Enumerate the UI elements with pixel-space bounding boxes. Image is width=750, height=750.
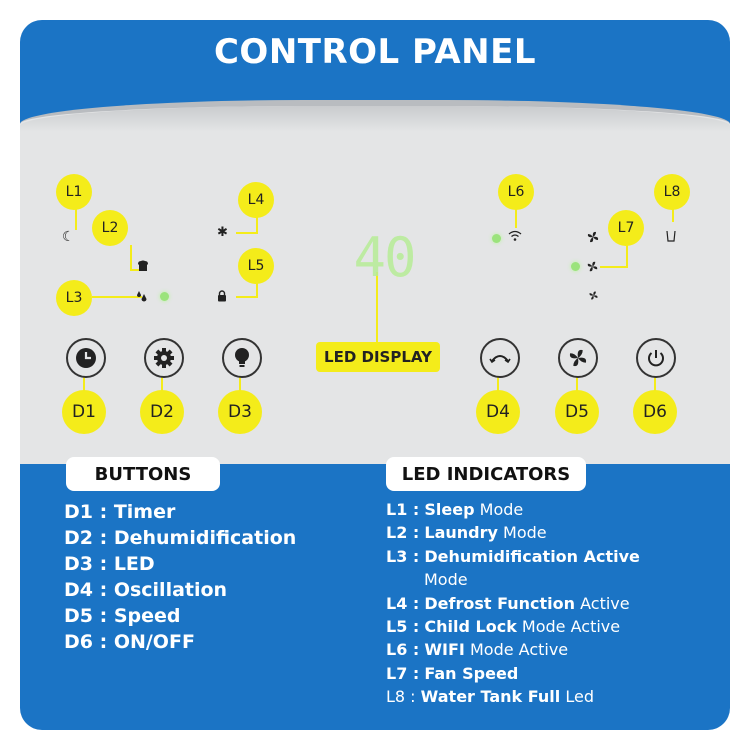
legend-item: D2 : Dehumidification (64, 527, 297, 549)
callout-l8: L8 (654, 174, 690, 210)
led-l7-indicator (571, 262, 580, 271)
callout-l3: L3 (56, 280, 92, 316)
legend-item: L5 : Child Lock Mode Active (386, 616, 621, 636)
control-panel-surface (20, 100, 730, 464)
fan-low-icon (588, 290, 599, 303)
legend-item: L7 : Fan Speed (386, 663, 519, 683)
legend-item: D5 : Speed (64, 605, 181, 627)
callout-l7: L7 (608, 210, 644, 246)
callout-d4: D4 (476, 390, 520, 434)
gear-icon (154, 348, 174, 368)
buttons-heading: BUTTONS (66, 457, 220, 491)
led-l3-indicator (160, 292, 169, 301)
callout-d3: D3 (218, 390, 262, 434)
legend-item: L8 : Water Tank Full Led (386, 687, 594, 707)
buttons-legend: D1 : Timer D2 : Dehumidification D3 : LE… (64, 499, 296, 655)
legend-item: L3 : Dehumidification Active (386, 546, 640, 566)
fan-icon (569, 349, 587, 367)
legend-item: Mode (424, 570, 468, 590)
legend-item: L1 : Sleep Mode (386, 500, 524, 519)
control-panel-infographic: CONTROL PANEL L1 L2 L3 L4 L5 L6 L7 L8 ☾ … (20, 20, 730, 730)
bulb-icon (235, 348, 249, 367)
snowflake-icon: ✱ (217, 225, 228, 240)
droplets-icon (136, 290, 148, 304)
led-l6-indicator (492, 234, 501, 243)
legend-item: D1 : Timer (64, 501, 176, 523)
wifi-icon (508, 230, 522, 244)
power-button[interactable] (636, 338, 676, 378)
callout-d5: D5 (555, 390, 599, 434)
legend-item: D6 : ON/OFF (64, 631, 195, 653)
panel-top-edge (20, 106, 730, 132)
clock-icon (76, 348, 96, 368)
callout-l4: L4 (238, 182, 274, 218)
legend-item: D4 : Oscillation (64, 579, 228, 601)
moon-icon: ☾ (62, 229, 75, 245)
speed-button[interactable] (558, 338, 598, 378)
legend-item: D3 : LED (64, 553, 155, 575)
shirt-icon (136, 260, 150, 274)
callout-l2: L2 (92, 210, 128, 246)
callout-d2: D2 (140, 390, 184, 434)
fan-high-icon (586, 230, 600, 246)
led-indicators-heading: LED INDICATORS (386, 457, 586, 491)
led-display-value: 40 (353, 226, 416, 289)
callout-l6: L6 (498, 174, 534, 210)
water-tank-icon (666, 230, 676, 244)
led-display-label: LED DISPLAY (316, 342, 440, 372)
callout-l1: L1 (56, 174, 92, 210)
page-title: CONTROL PANEL (213, 32, 537, 72)
legend-item: L2 : Laundry Mode (386, 523, 547, 543)
fan-mid-icon (586, 260, 599, 275)
legend-item: L6 : WIFI Mode Active (386, 640, 569, 660)
lock-icon (217, 290, 227, 304)
led-legend: L1 : Sleep Mode L2 : Laundry Mode L3 : D… (386, 498, 640, 709)
oscillation-button[interactable] (480, 338, 520, 378)
swing-icon (489, 355, 511, 364)
led-button[interactable] (222, 338, 262, 378)
callout-d6: D6 (633, 390, 677, 434)
callout-l5: L5 (238, 248, 274, 284)
dehumidification-button[interactable] (144, 338, 184, 378)
callout-d1: D1 (62, 390, 106, 434)
legend-item: L4 : Defrost Function Active (386, 593, 630, 613)
timer-button[interactable] (66, 338, 106, 378)
power-icon (648, 350, 664, 367)
